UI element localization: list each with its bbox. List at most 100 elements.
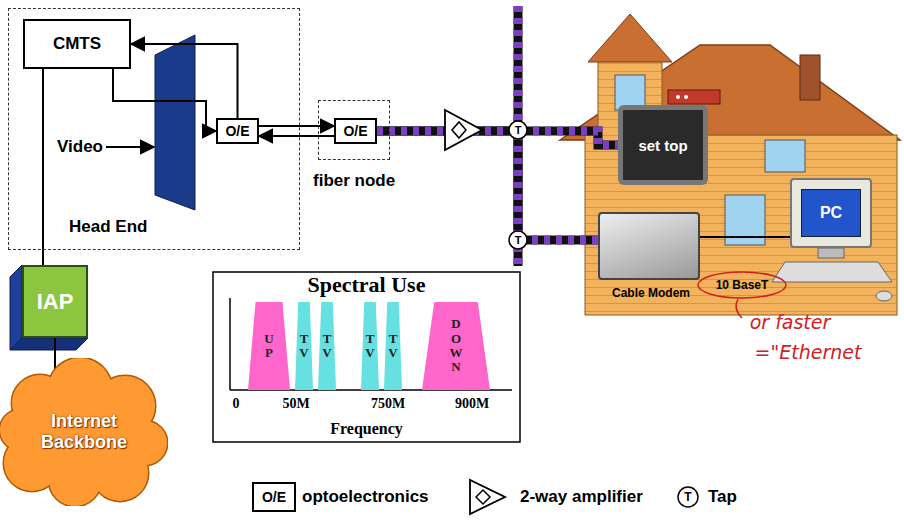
downstream-band: DOWN [422,302,490,390]
node-label: PC [801,189,861,237]
tap-letter: T [515,124,522,136]
tap-symbol [509,231,527,249]
axis-tick: 900M [455,396,489,412]
oe-box: O/E [216,118,259,144]
node-label: Cable Modem [590,286,712,300]
head-end-box: Head End CMTS O/E [8,8,300,250]
upstream-band: UP [248,302,290,390]
node-label: UP [263,332,276,361]
node-label: TV [298,332,311,361]
node-label: DOWN [450,317,463,374]
node-label: CMTS [53,34,101,54]
mouse [876,291,892,301]
annotation-circle [698,272,786,298]
band-fill [422,302,490,390]
chart-frame [213,272,520,442]
cmts-box: CMTS [23,19,131,69]
handwritten-note: ="Ethernet [755,341,862,363]
connector-path [259,135,334,137]
node-label: Internet Backbone [34,411,134,453]
pc-monitor: PC [790,178,872,248]
keyboard [772,262,892,282]
axis-tick: 0 [233,396,240,412]
spectral-chart: Spectral UseFrequency UP TV TV TV TV DOWN [213,272,520,442]
house-window [765,140,805,172]
video-input [106,146,154,148]
link-line [55,338,56,370]
cable-modem: Cable Modem [598,212,700,280]
node-label: IAP [37,289,74,315]
node-label: TV [364,332,377,361]
tap-symbol [509,121,527,139]
set-top-box [668,90,720,104]
chimney [800,55,820,100]
connector-path [131,44,238,118]
led [676,95,680,99]
legend-text: optoelectronics [302,487,429,507]
legend-text: Tap [708,487,737,507]
node-label: O/E [225,123,249,139]
tap-letter: T [515,234,522,246]
legend-text: 2-way amplifier [520,487,643,507]
link-line [259,136,334,137]
handwritten-note: or faster [750,311,831,333]
band-fill [361,302,379,390]
node-label: fiber node [313,171,395,191]
tv-band: TV [361,302,379,390]
iap-bottom [10,338,88,350]
legend-tap [678,487,698,507]
cloud-puff [0,410,40,450]
fiber-node-box: fiber nodeO/E [318,100,390,160]
connector-path [700,236,790,238]
link-line [113,69,216,131]
connector-path [42,69,44,265]
node-label: Head End [69,217,147,237]
video-label: Video [57,137,103,157]
node-label: set top [638,137,687,154]
link-line [700,237,790,238]
axis-tick: 750M [371,396,405,412]
amplifier-symbol [445,110,482,150]
connector-path [113,69,216,131]
monitor-stand [818,248,844,258]
band-fill [318,302,336,390]
node-label: O/E [343,123,367,139]
node-label: TV [321,332,334,361]
iap-box: IAP [22,265,88,338]
tv-band: TV [318,302,336,390]
node-label: Spectral Use [213,272,520,298]
band-fill [248,302,290,390]
node-label: Frequency [213,420,520,438]
node-label: TV [387,332,400,361]
coax-stripe [377,131,598,240]
link-line [131,44,238,118]
annotation-stroke [736,299,742,318]
oe-box: O/E [334,118,377,144]
legend-oe-box [253,483,295,511]
set-top-tv: set top [618,105,708,185]
axis-tick: 50M [282,396,309,412]
coax-core [377,131,598,240]
link-line [259,126,334,127]
tower-roof [588,14,672,62]
multiplexer [155,35,195,210]
band-fill [295,302,313,390]
coax-cable [377,131,598,240]
band-fill [384,302,402,390]
connector-path [54,338,56,370]
connector-path [259,125,334,127]
iap-side [10,265,22,350]
amplifier-diamond [452,122,466,138]
y-axis [229,298,231,390]
link-line [43,69,44,265]
cloud-puff [0,410,40,450]
legend-amplifier-diamond [476,490,490,504]
legend-oe-text: O/E [262,489,286,505]
led [684,95,688,99]
legend-amplifier [470,480,505,514]
internet-cloud: Internet Backbone [0,358,168,506]
tv-band: TV [384,302,402,390]
tv-band: TV [295,302,313,390]
tap-letter: T [684,490,691,504]
